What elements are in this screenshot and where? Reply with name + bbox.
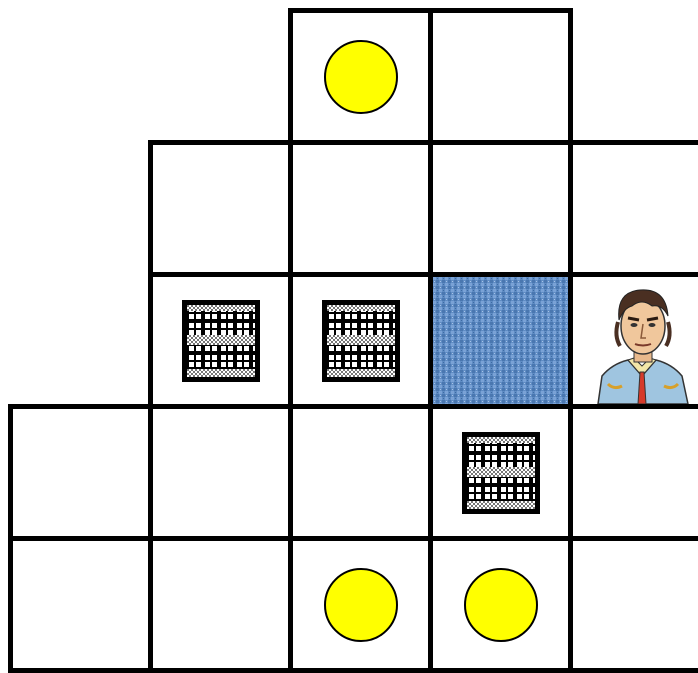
floor-cell[interactable] (428, 8, 573, 145)
yellow-coin-icon (324, 568, 398, 642)
floor-cell[interactable] (148, 404, 293, 541)
blue-fabric-tile-icon (433, 277, 568, 404)
checkered-crate-icon[interactable] (322, 300, 400, 382)
floor-cell[interactable] (568, 536, 698, 673)
floor-cell[interactable] (288, 404, 433, 541)
floor-cell[interactable] (8, 536, 153, 673)
floor-cell[interactable] (8, 404, 153, 541)
floor-cell[interactable] (568, 140, 698, 277)
floor-cell[interactable] (568, 404, 698, 541)
yellow-coin-icon (464, 568, 538, 642)
checkered-crate-icon[interactable] (462, 432, 540, 514)
floor-cell[interactable] (428, 140, 573, 277)
checkered-crate-icon[interactable] (182, 300, 260, 382)
yellow-coin-icon (324, 40, 398, 114)
floor-cell[interactable] (288, 140, 433, 277)
floor-cell[interactable] (148, 536, 293, 673)
floor-cell[interactable] (148, 140, 293, 277)
man-portrait-icon[interactable] (592, 280, 694, 404)
